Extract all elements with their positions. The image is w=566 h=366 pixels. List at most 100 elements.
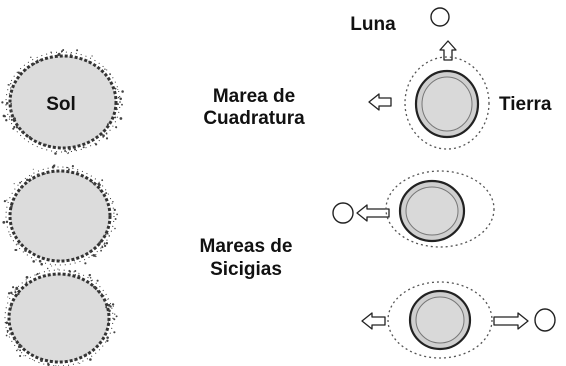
sun-speckle [14, 291, 16, 293]
sun-speckle [103, 295, 104, 296]
sun-speckle [117, 103, 119, 105]
sun-speckle [104, 245, 106, 247]
sun-speckle [5, 119, 7, 121]
sun-speckle [108, 304, 111, 307]
sun-speckle [4, 200, 6, 202]
sun-speckle [39, 60, 40, 61]
sun-speckle [6, 335, 8, 337]
sun-speckle [26, 281, 28, 283]
sun-speckle [10, 110, 12, 112]
sun-speckle [15, 340, 16, 341]
earth-label: Tierra [499, 94, 552, 115]
sun-speckle [19, 349, 21, 351]
sun-speckle [74, 148, 76, 150]
sun-speckle [30, 57, 31, 58]
sun-speckle [12, 286, 14, 288]
sun-speckle [23, 355, 24, 356]
sun-speckle [20, 186, 22, 188]
sun-speckle [114, 116, 116, 118]
sun-speckle [19, 355, 21, 357]
arrow-up-icon [440, 41, 456, 60]
sun-speckle [21, 131, 23, 133]
sun-speckle [62, 170, 63, 171]
sun-speckle [109, 73, 111, 75]
sun-speckle [32, 178, 33, 179]
sun-speckle [99, 241, 102, 244]
sun-speckle [106, 336, 109, 339]
sun-speckle [26, 179, 28, 181]
sun-speckle [36, 274, 37, 275]
sun-speckle [16, 126, 18, 128]
sun-speckle [16, 350, 18, 352]
cuadratura-label-line1: Marea de [213, 86, 295, 107]
sicigias-label-line2: Sicigias [210, 259, 282, 280]
sun-speckle [5, 104, 6, 105]
sun-speckle [105, 73, 106, 74]
sun-speckle [45, 144, 47, 146]
sun-speckle [32, 63, 33, 64]
sun-speckle [83, 146, 85, 148]
sun-speckle [2, 221, 5, 224]
sun-speckle [78, 275, 80, 277]
sun-speckle [21, 244, 22, 245]
sun-speckle [104, 68, 105, 69]
sun-speckle [89, 274, 91, 276]
sun-speckle [107, 124, 108, 125]
sun-speckle [6, 221, 8, 223]
sun-speckle [85, 354, 87, 356]
arrow-left-icon-bottom [362, 313, 385, 329]
sun-speckle [17, 293, 19, 295]
sun-speckle [16, 287, 19, 290]
sun-speckle [106, 340, 108, 342]
sun-speckle [89, 358, 92, 361]
sun-speckle [91, 255, 93, 257]
earth-icon-bottom [388, 282, 492, 358]
sun-speckle [74, 270, 76, 272]
sun-speckle [17, 243, 18, 244]
sun-speckle [93, 183, 95, 185]
sun-speckle [18, 72, 20, 74]
sun-speckle [88, 61, 89, 62]
sun-speckle [121, 104, 123, 106]
sun-speckle [67, 153, 68, 154]
sun-speckle [13, 116, 14, 117]
sun-speckle [101, 246, 103, 248]
sun-speckle [92, 182, 94, 184]
sun-speckle [20, 345, 23, 348]
sun-speckle [24, 249, 27, 252]
sun-speckle [118, 97, 119, 98]
sun-speckle [6, 200, 7, 201]
sun-speckle [11, 119, 13, 121]
sun-speckle [97, 280, 99, 282]
sun-bottom [5, 268, 118, 366]
sun-speckle [79, 363, 80, 364]
sun-speckle [104, 242, 106, 244]
sun-speckle [107, 299, 108, 300]
moon-icon-middle [333, 203, 353, 223]
sun-speckle [25, 69, 27, 71]
arrow-right-icon-bottom [494, 313, 528, 329]
sun-speckle [112, 201, 113, 202]
sun-speckle [10, 103, 12, 105]
sun-speckle [105, 192, 107, 194]
sun-speckle [13, 126, 15, 128]
sun-speckle [68, 168, 70, 170]
sun-speckle [113, 306, 114, 307]
sun-speckle [97, 137, 98, 138]
sun-speckle [9, 333, 10, 334]
sun-speckle [116, 127, 117, 128]
sun-speckle [37, 173, 40, 176]
sun-speckle [112, 303, 114, 305]
sun-speckle [10, 104, 12, 106]
earth-icon-middle [386, 171, 494, 247]
sun-speckle [62, 49, 64, 51]
sun-speckle [117, 89, 118, 90]
moon-icon-bottom [535, 309, 555, 331]
sun-speckle [76, 49, 78, 51]
cuadratura-label-line2: Cuadratura [203, 108, 305, 129]
sun-speckle [47, 362, 49, 364]
sun-speckle [108, 309, 111, 312]
sun-speckle [50, 52, 51, 53]
sun-speckle [114, 313, 115, 314]
sun-speckle [54, 164, 55, 165]
